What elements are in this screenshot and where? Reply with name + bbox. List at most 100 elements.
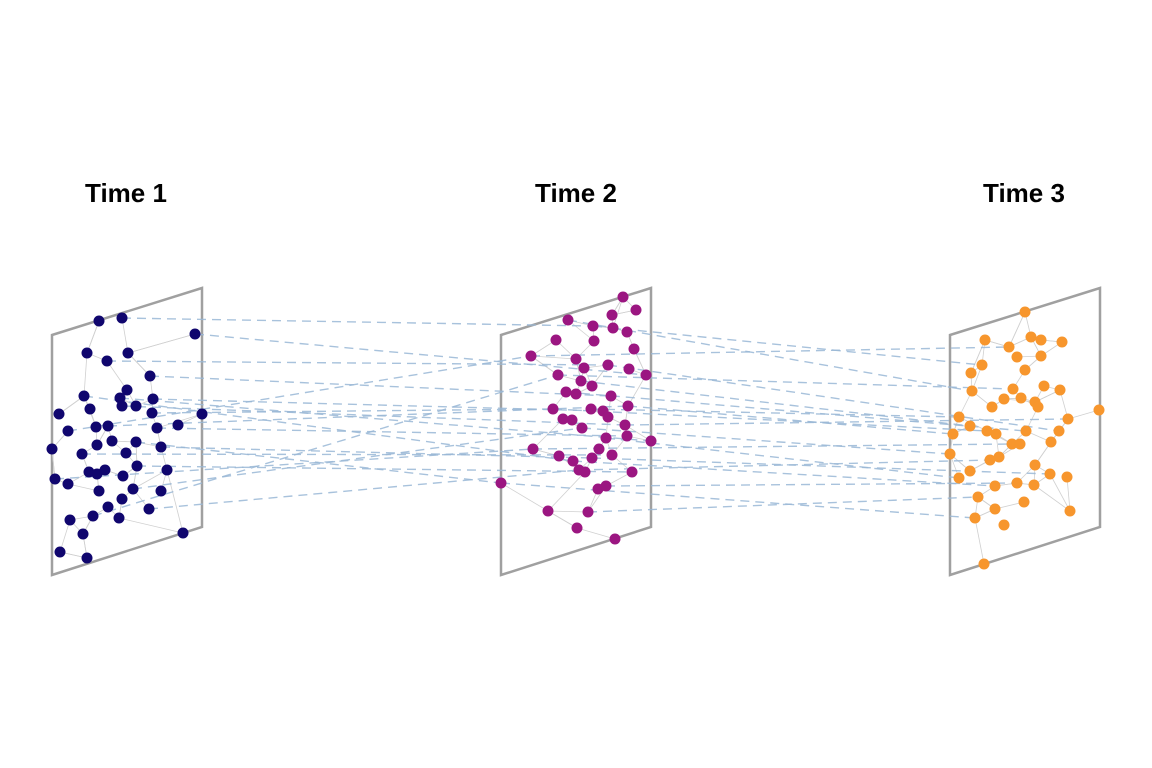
node-time-1 — [101, 355, 113, 367]
node-time-1 — [102, 420, 114, 432]
inter-layer-edge — [627, 405, 954, 435]
node-time-2 — [606, 449, 618, 461]
intra-layer-edge — [1049, 473, 1071, 512]
intra-layer-edge — [576, 527, 616, 540]
node-time-2 — [553, 450, 565, 462]
inter-layer-edge — [590, 408, 960, 418]
inter-layer-edge — [106, 360, 609, 366]
node-time-2 — [628, 343, 640, 355]
node-time-1 — [90, 421, 102, 433]
node-time-1 — [62, 478, 74, 490]
node-time-1 — [116, 400, 128, 412]
node-time-3 — [990, 428, 1002, 440]
node-time-1 — [84, 403, 96, 415]
node-time-2 — [588, 335, 600, 347]
node-time-1 — [177, 527, 189, 539]
node-time-1 — [64, 514, 76, 526]
node-time-3 — [1045, 436, 1057, 448]
intra-layer-edge — [118, 517, 184, 534]
layer-title-time-2: Time 2 — [535, 178, 617, 208]
node-time-2 — [560, 386, 572, 398]
node-time-3 — [1019, 364, 1031, 376]
node-time-1 — [144, 370, 156, 382]
node-time-3 — [969, 512, 981, 524]
node-time-1 — [77, 528, 89, 540]
inter-layer-edge — [92, 374, 559, 517]
node-time-3 — [998, 519, 1010, 531]
node-time-2 — [602, 411, 614, 423]
node-time-3 — [964, 420, 976, 432]
layer-title-time-3: Time 3 — [983, 178, 1065, 208]
node-time-1 — [147, 393, 159, 405]
node-time-3 — [1062, 413, 1074, 425]
layer-title-time-1: Time 1 — [85, 178, 167, 208]
inter-layer-edge — [500, 482, 976, 519]
node-time-2 — [567, 455, 579, 467]
node-time-3 — [1011, 477, 1023, 489]
inter-layer-edge — [565, 391, 1027, 432]
node-time-2 — [566, 414, 578, 426]
node-time-1 — [99, 464, 111, 476]
node-time-2 — [562, 314, 574, 326]
inter-layer-edge — [581, 427, 951, 455]
inter-layer-edge — [572, 460, 996, 487]
intra-layer-edge — [567, 319, 595, 342]
node-time-3 — [964, 465, 976, 477]
node-time-1 — [78, 390, 90, 402]
intra-layer-edge — [121, 317, 129, 354]
node-time-2 — [571, 522, 583, 534]
node-time-3 — [1093, 404, 1105, 416]
intra-layer-edge — [166, 469, 184, 534]
node-time-1 — [155, 441, 167, 453]
node-time-1 — [81, 347, 93, 359]
inter-layer-edge — [578, 459, 991, 471]
node-time-2 — [593, 443, 605, 455]
node-time-1 — [76, 448, 88, 460]
node-time-2 — [542, 505, 554, 517]
inter-layer-edge — [580, 380, 971, 427]
node-time-2 — [626, 466, 638, 478]
node-time-2 — [585, 403, 597, 415]
intra-layer-edge — [970, 339, 986, 374]
node-time-1 — [127, 483, 139, 495]
node-time-2 — [600, 480, 612, 492]
node-time-2 — [547, 403, 559, 415]
node-time-3 — [1032, 401, 1044, 413]
intra-layer-edge — [547, 510, 589, 513]
node-time-2 — [557, 413, 569, 425]
node-time-1 — [106, 435, 118, 447]
node-time-1 — [91, 439, 103, 451]
node-time-1 — [116, 312, 128, 324]
node-time-3 — [1038, 380, 1050, 392]
node-time-1 — [120, 447, 132, 459]
node-time-2 — [623, 363, 635, 375]
node-time-2 — [622, 400, 634, 412]
node-time-3 — [972, 491, 984, 503]
node-time-2 — [606, 309, 618, 321]
node-time-3 — [1006, 438, 1018, 450]
inter-layer-edge — [81, 453, 613, 456]
node-time-1 — [117, 470, 129, 482]
node-time-3 — [1056, 336, 1068, 348]
node-time-2 — [578, 362, 590, 374]
inter-layer-edge — [532, 443, 1013, 450]
inter-layer-edge — [567, 319, 973, 392]
node-time-3 — [981, 425, 993, 437]
node-time-2 — [607, 322, 619, 334]
inter-layer-edge — [136, 465, 633, 473]
node-time-1 — [81, 552, 93, 564]
node-time-3 — [976, 359, 988, 371]
inter-layer-edge — [557, 374, 1014, 390]
node-time-3 — [947, 428, 959, 440]
node-time-3 — [1003, 341, 1015, 353]
layer-plane-frame-1 — [50, 286, 204, 577]
inter-layer-edge — [194, 333, 647, 376]
inter-layer-edge — [149, 375, 612, 397]
inter-layer-edge — [148, 469, 580, 510]
intra-layer-edge — [59, 519, 71, 553]
node-time-3 — [1061, 471, 1073, 483]
node-time-2 — [579, 466, 591, 478]
node-time-2 — [619, 419, 631, 431]
node-time-1 — [93, 315, 105, 327]
node-time-1 — [146, 407, 158, 419]
